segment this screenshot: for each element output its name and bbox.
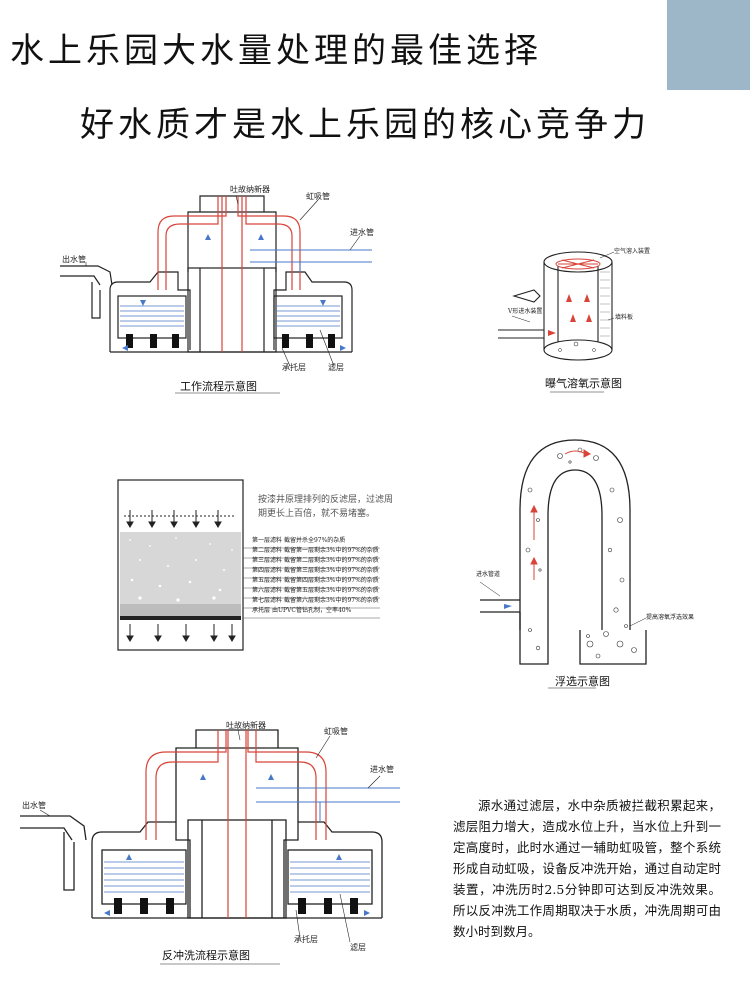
aeration-diagram: 空气溶入装置 V形进水装置 填料板 曝气溶氧示意图 [0,0,750,420]
title-line-1: 水上乐园大水量处理的最佳选择 [10,31,542,71]
title-line-2: 好水质才是水上乐园的核心竞争力 [80,105,650,145]
filter-layer-row: 第四层滤料 截留第三层剩余3%中的97%的杂质 [252,567,379,574]
work-siphon-tube-label: 虹吸管 [306,192,330,201]
backwash-drawing [20,729,400,965]
backwash-inlet-label: 进水管 [370,765,394,774]
flotation-outlet-label: 提高溶氧浮选效果 [646,614,695,621]
aeration-caption: 曝气溶氧示意图 [545,377,622,390]
backwash-diagram: 吐故纳新器 虹吸管 进水管 出水管 承托层 滤层 反冲洗流程示意图 [0,690,420,993]
work-support-label: 承托层 [282,363,306,372]
filter-layers-intro: 按漆井原理排列的反滤层，过滤周期更长上百倍，就不易堵塞。 [258,495,394,519]
work-flow-drawing [60,195,372,394]
backwash-support-label: 承托层 [294,935,318,944]
aeration-drawing [498,251,615,393]
aeration-inlet-label: V形进水装置 [508,308,543,315]
filter-layer-row: 第一层滤料 截留并杀全97%的杂质 [252,537,346,544]
filter-layer-row: 第三层滤料 截留第二层剩余3%中的97%的杂质 [252,557,379,564]
aeration-packing-label: 填料板 [615,314,634,321]
aeration-top-label: 空气溶入装置 [614,248,651,255]
work-siphon-breaker-label: 吐故纳新器 [230,185,270,194]
filter-layer-row: 第六层滤料 截留第五层剩余3%中的97%的杂质 [252,587,379,594]
description-paragraph: 源水通过滤层，水中杂质被拦截积累起来，滤层阻力增大，造成水位上升，当水位上升到一… [453,795,721,942]
work-filter-label: 滤层 [328,363,344,372]
description-text: 源水通过滤层，水中杂质被拦截积累起来，滤层阻力增大，造成水位上升，当水位上升到一… [453,798,721,939]
backwash-filter-label: 滤层 [350,943,366,952]
backwash-outlet-label: 出水管 [22,801,46,810]
filter-layer-row: 承托层 由UPVC管钻孔制，空率40% [252,607,352,614]
work-flow-diagram: 吐故纳新器 虹吸管 进水管 出水管 承托层 滤层 工作流程示意图 [0,0,750,420]
filter-layers-diagram: 按漆井原理排列的反滤层，过滤周期更长上百倍，就不易堵塞。 第一层滤料 截留并杀全… [0,420,420,660]
backwash-siphon-tube-label: 虹吸管 [324,727,348,736]
filter-layer-row: 第二层滤料 截留第一层剩余3%中的97%的杂质 [252,547,379,554]
work-flow-caption: 工作流程示意图 [180,380,257,393]
backwash-siphon-breaker-label: 吐故纳新器 [226,721,266,730]
backwash-caption: 反冲洗流程示意图 [162,949,250,962]
filter-layers-drawing [117,479,380,651]
filter-layer-row: 第五层滤料 截留第四层剩余3%中的97%的杂质 [252,577,379,584]
filter-layer-list: 第一层滤料 截留并杀全97%的杂质 第二层滤料 截留第一层剩余3%中的97%的杂… [252,538,402,618]
flotation-caption: 浮选示意图 [555,675,610,688]
flotation-diagram: 进水管道 提高溶氧浮选效果 浮选示意图 [420,420,750,700]
corner-color-block [667,0,750,90]
work-outlet-label: 出水管 [62,255,86,264]
flotation-inlet-label: 进水管道 [476,571,501,578]
flotation-drawing [479,439,647,689]
work-inlet-label: 进水管 [350,228,374,237]
filter-layer-row: 第七层滤料 截留第六层剩余3%中的97%的杂质 [252,597,379,604]
